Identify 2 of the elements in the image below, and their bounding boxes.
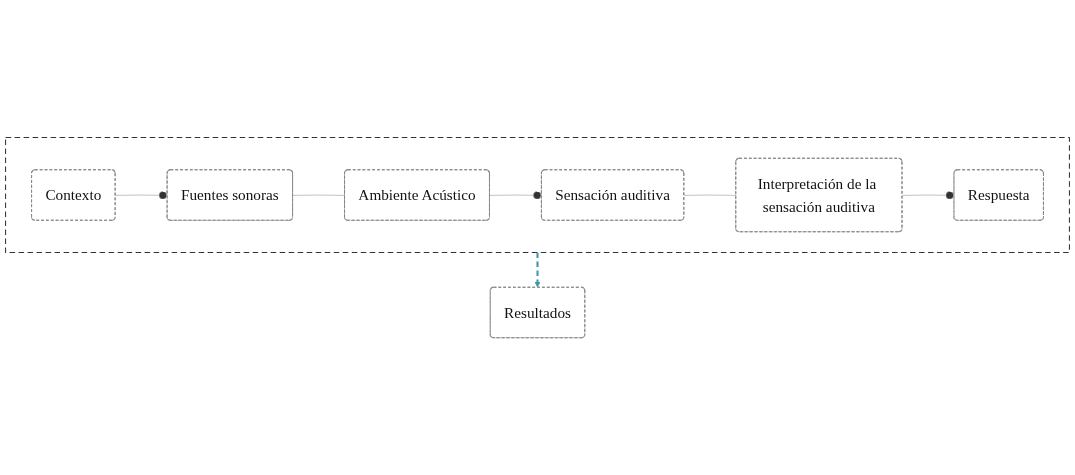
cluster [5,136,1070,253]
arrow [534,252,541,288]
